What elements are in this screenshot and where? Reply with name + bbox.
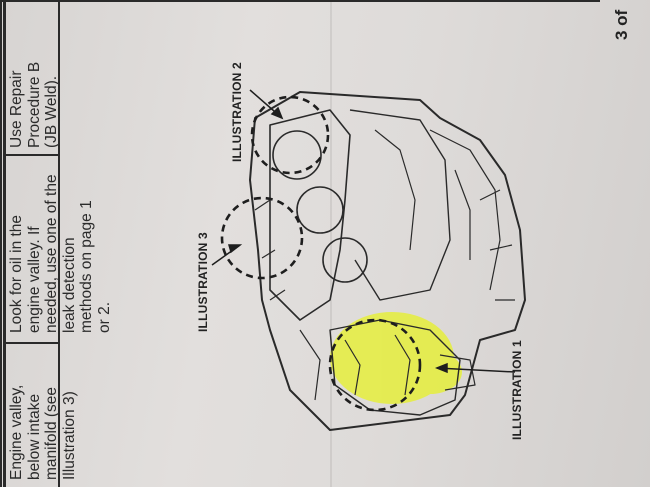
illustration-3-label: ILLUSTRATION 3	[196, 232, 210, 332]
callout-circle-3	[220, 196, 304, 280]
highlight-marker	[330, 312, 462, 404]
callout-circles	[220, 95, 422, 412]
table-band-top	[4, 0, 60, 2]
table-separator-top	[0, 0, 2, 487]
table-band-sep-a	[4, 154, 60, 156]
callout-circle-2	[250, 95, 330, 175]
table-border-right	[0, 0, 600, 2]
table-band-sep-b	[4, 342, 60, 344]
page-number: 3 of	[612, 9, 631, 40]
illustration-1-label: ILLUSTRATION 1	[510, 340, 524, 440]
table-vertical-col1	[58, 0, 60, 487]
callout-circle-1	[328, 318, 422, 412]
engine-block	[249, 91, 526, 431]
table-vertical-left	[4, 0, 6, 487]
illustration-2-label: ILLUSTRATION 2	[230, 62, 244, 162]
leader-lines	[211, 89, 516, 374]
